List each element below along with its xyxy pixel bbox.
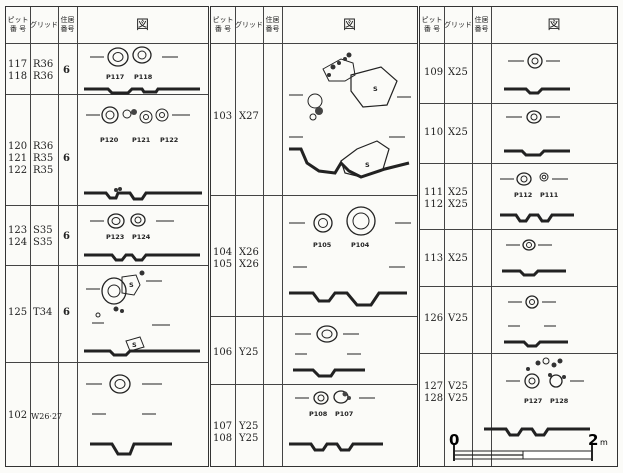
scale-bar: 0 2 m [449, 427, 608, 461]
header-pit-number: ピット 番 号 [421, 16, 443, 33]
pit-numbers: 125 [8, 307, 28, 318]
stone-label: S [373, 85, 378, 93]
header-figure: 図 [547, 17, 561, 33]
dwelling-number: 6 [63, 65, 70, 76]
figure-p102 [86, 374, 172, 456]
header-grid: グリッド [30, 20, 58, 29]
figure-p123-p124: P123 P124 [84, 213, 200, 262]
header-grid: グリッド [235, 20, 263, 29]
pit-label: P123 [106, 233, 124, 241]
header-grid: グリッド [444, 20, 472, 29]
pit-numbers: 123 124 [8, 225, 28, 248]
figure-p110 [504, 110, 570, 157]
grid-values: Y25 Y25 [239, 421, 259, 444]
pit-label: P105 [313, 241, 332, 249]
figure-p109 [504, 53, 570, 95]
pit-label: P120 [100, 136, 119, 144]
grid-values: X25 [448, 253, 468, 264]
grid-values: R36 R36 [33, 59, 54, 82]
grid-values: X25 X25 [448, 187, 468, 210]
figure-p120-p122: P120 P121 P122 [84, 106, 202, 201]
grid-values: S35 S35 [33, 225, 53, 248]
dwelling-number: 6 [63, 307, 70, 318]
stone-label: S [129, 281, 134, 289]
grid-values: V25 [448, 313, 468, 324]
grid-values: W26·27 [31, 412, 63, 421]
pit-numbers: 104 105 [213, 247, 233, 270]
grid-values: R36 R35 R35 [33, 141, 54, 176]
pit-numbers: 120 121 122 [8, 141, 28, 176]
pit-numbers: 126 [424, 313, 444, 324]
grid-values: T34 [33, 307, 53, 318]
pit-numbers: 102 [8, 410, 28, 421]
scale-start-label: 0 [449, 431, 459, 449]
pit-numbers: 117 118 [8, 59, 28, 82]
header-pit-number: ピット 番 号 [7, 16, 29, 33]
pit-label: P111 [540, 191, 559, 199]
scale-end-label: 2 [588, 431, 598, 449]
header-figure: 図 [342, 17, 356, 33]
grid-values: X27 [239, 111, 259, 122]
table-1: ピット 番 号 グリッド 住居 番号 図 117 118 R36 R36 6 1… [5, 6, 209, 467]
pit-numbers: 109 [424, 67, 444, 78]
pit-numbers: 127 128 [424, 381, 444, 404]
stone-label: S [132, 341, 137, 349]
pit-label: P108 [309, 410, 328, 418]
pit-label: P127 [524, 397, 542, 405]
figure-p103: S S [289, 52, 411, 179]
grid-values: Y25 [239, 347, 259, 358]
figure-p104-p105: P105 P104 [289, 206, 411, 307]
header-dwelling: 住居 番号 [60, 16, 75, 33]
header-dwelling: 住居 番号 [474, 16, 489, 33]
header-figure: 図 [135, 17, 149, 33]
pit-label: P104 [351, 241, 370, 249]
figure-p106 [293, 325, 365, 378]
pit-label: P118 [134, 73, 153, 81]
grid-values: X25 [448, 127, 468, 138]
pit-numbers: 113 [424, 253, 444, 264]
pit-label: P112 [514, 191, 532, 199]
pit-label: P122 [160, 136, 178, 144]
figure-p125: S S [84, 270, 200, 357]
pit-label: P124 [132, 233, 151, 241]
pit-label: P121 [132, 136, 151, 144]
figure-p111-p112: P112 P111 [500, 172, 574, 223]
stone-label: S [365, 161, 370, 169]
figure-p127-p128: P127 P128 [506, 357, 584, 405]
dwelling-number: 6 [63, 153, 70, 164]
figure-p107-p108: P108 P107 [289, 390, 383, 452]
table-3: ピット 番 号 グリッド 住居 番号 図 109 X25 110 X25 111… [419, 6, 618, 467]
pit-numbers: 110 [424, 127, 444, 138]
grid-values: X25 [448, 67, 468, 78]
header-dwelling: 住居 番号 [265, 16, 280, 33]
scale-unit-label: m [600, 438, 608, 447]
pit-numbers: 111 112 [424, 187, 444, 210]
pit-label: P117 [106, 73, 124, 81]
header-pit-number: ピット 番 号 [212, 16, 234, 33]
figure-p113 [502, 239, 566, 277]
grid-values: X26 X26 [239, 247, 259, 270]
pit-label: P107 [335, 410, 353, 418]
grid-values: V25 V25 [448, 381, 468, 404]
pit-numbers: 107 108 [213, 421, 233, 444]
pit-numbers: 103 [213, 111, 233, 122]
table-2: ピット 番 号 グリッド 住居 番号 図 103 X27 104 105 X26… [210, 6, 418, 467]
dwelling-number: 6 [63, 231, 70, 242]
pit-numbers: 106 [213, 347, 233, 358]
figure-p117-p118: P117 P118 [84, 46, 200, 95]
figure-p126 [504, 295, 568, 348]
pit-label: P128 [550, 397, 569, 405]
